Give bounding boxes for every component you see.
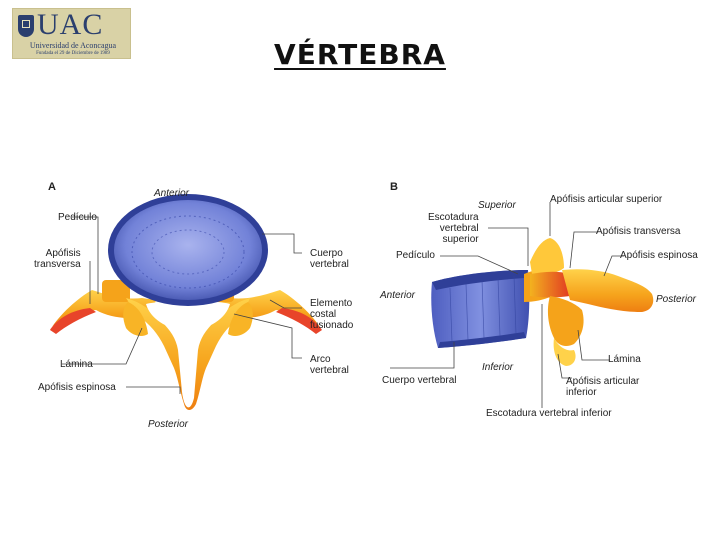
panel-b-leaders	[390, 202, 624, 408]
label-b-anterior: Anterior	[380, 290, 416, 301]
university-logo: UAC Universidad de Aconcagua Fundada el …	[12, 8, 131, 59]
label-b-superior: Superior	[478, 200, 516, 211]
label-a-pediculo: Pedículo	[58, 212, 97, 223]
panel-a-letter: A	[48, 181, 56, 193]
label-b-apofisis-articular-superior: Apófisis articular superior	[550, 194, 663, 205]
panel-a-drawing	[50, 194, 322, 410]
label-a-anterior: Anterior	[154, 188, 190, 199]
vertebra-figure: A Anterior Pedículo Apófisis transversa …	[30, 178, 698, 431]
label-a-lamina: Lámina	[60, 359, 93, 370]
label-a-posterior: Posterior	[148, 419, 189, 430]
label-a-apofisis-transversa: Apófisis transversa	[34, 248, 81, 270]
label-b-posterior: Posterior	[656, 294, 697, 305]
label-b-apofisis-espinosa: Apófisis espinosa	[620, 250, 698, 261]
label-a-cuerpo-vertebral: Cuerpo vertebral	[310, 248, 349, 270]
label-b-apofisis-articular-inferior: Apófisis articular inferior	[566, 376, 640, 398]
page-title: VÉRTEBRA	[274, 38, 446, 71]
label-a-arco-vertebral: Arco vertebral	[310, 354, 349, 376]
panel-b-drawing	[431, 238, 654, 366]
label-a-elemento-costal: Elemento costal fusionado	[310, 298, 354, 331]
label-a-apofisis-espinosa: Apófisis espinosa	[38, 382, 116, 393]
label-b-escotadura-superior: Escotadura vertebral superior	[428, 212, 479, 245]
label-b-escotadura-inferior: Escotadura vertebral inferior	[486, 408, 612, 419]
vertebra-illustration	[50, 194, 654, 410]
panel-b-letter: B	[390, 181, 398, 193]
label-b-pediculo: Pedículo	[396, 250, 435, 261]
shield-icon	[18, 15, 34, 37]
label-b-inferior: Inferior	[482, 362, 514, 373]
label-b-lamina: Lámina	[608, 354, 641, 365]
logo-name: Universidad de Aconcagua	[29, 41, 117, 50]
logo-motto: Fundada el 29 de Diciembre de 1989	[36, 51, 110, 56]
label-b-cuerpo-vertebral: Cuerpo vertebral	[382, 375, 457, 386]
label-b-apofisis-transversa: Apófisis transversa	[596, 226, 681, 237]
logo-brand: UAC	[37, 8, 104, 41]
panel-a-leaders	[62, 216, 302, 394]
